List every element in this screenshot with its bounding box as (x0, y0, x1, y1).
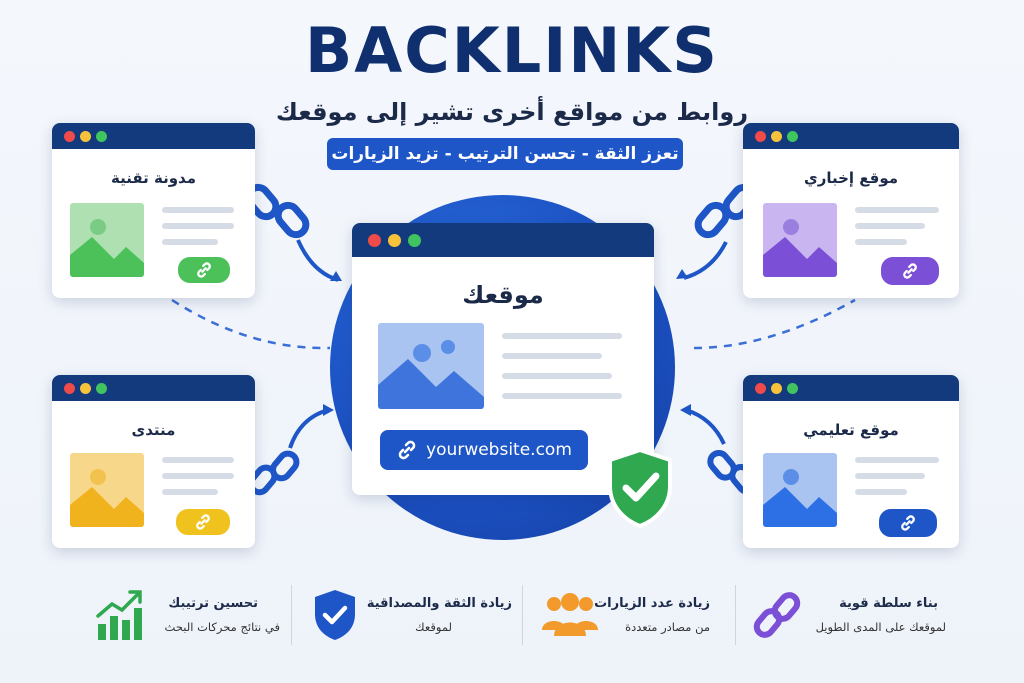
link-button[interactable] (879, 509, 937, 537)
text-line (162, 457, 234, 463)
text-line (162, 207, 234, 213)
feature-title: بناء سلطة قوية (839, 596, 938, 611)
image-placeholder-icon (378, 323, 484, 409)
window-title-bar (52, 375, 255, 401)
chain-link-icon (753, 592, 801, 638)
text-line (502, 353, 602, 359)
link-icon (398, 440, 416, 460)
news-site-card: موقع إخباري (743, 123, 959, 298)
feature-title: زيادة الثقة والمصداقية (366, 596, 512, 611)
tech-blog-card: مدونة تقنية (52, 123, 255, 298)
feature-subtitle: من مصادر متعددة (625, 620, 710, 634)
feature-title: تحسين ترتيبك (168, 596, 258, 611)
maximize-dot (408, 234, 421, 247)
window-title-bar (743, 123, 959, 149)
link-button[interactable] (176, 509, 230, 535)
chain-link-icon (246, 183, 310, 239)
close-dot (755, 131, 766, 142)
feature-ranking: تحسين ترتيبك في نتائج محركات البحث (90, 588, 280, 648)
page-title: BACKLINKS (305, 14, 719, 87)
feature-traffic: زيادة عدد الزيارات من مصادر متعددة (540, 588, 720, 648)
users-icon (542, 593, 598, 636)
text-line (162, 473, 234, 479)
window-title-bar (352, 223, 654, 257)
link-icon (197, 262, 211, 278)
text-line (162, 489, 218, 495)
card-title: منتدى (131, 421, 176, 439)
link-button[interactable] (178, 257, 230, 283)
image-placeholder-icon (763, 453, 837, 527)
link-icon (903, 263, 917, 279)
text-line (162, 223, 234, 229)
feature-authority: بناء سلطة قوية لموقعك على المدى الطويل (752, 588, 952, 648)
feature-trust: زيادة الثقة والمصداقية لموقعك (312, 588, 512, 648)
minimize-dot (771, 131, 782, 142)
text-line (855, 207, 939, 213)
text-line (855, 457, 939, 463)
text-line (502, 373, 612, 379)
shield-check-icon (315, 590, 355, 640)
text-line (162, 239, 218, 245)
maximize-dot (787, 383, 798, 394)
feature-title: زيادة عدد الزيارات (594, 596, 710, 611)
card-title: موقع تعليمي (803, 421, 899, 439)
text-line (855, 473, 925, 479)
page-subtitle: روابط من مواقع أخرى تشير إلى موقعك (275, 98, 749, 126)
feature-divider (522, 585, 523, 645)
text-line (855, 223, 925, 229)
feature-subtitle: في نتائج محركات البحث (164, 620, 280, 634)
educational-site-card: موقع تعليمي (743, 375, 959, 548)
text-line (855, 239, 907, 245)
link-icon (901, 515, 915, 531)
feature-divider (735, 585, 736, 645)
minimize-dot (771, 383, 782, 394)
url-link-button[interactable]: yourwebsite.com (380, 430, 588, 470)
link-button[interactable] (881, 257, 939, 285)
benefits-tagline: تعزز الثقة - تحسن الترتيب - تزيد الزيارا… (327, 138, 683, 170)
close-dot (755, 383, 766, 394)
close-dot (368, 234, 381, 247)
text-line (502, 393, 622, 399)
growth-chart-icon (96, 590, 142, 640)
minimize-dot (388, 234, 401, 247)
feature-subtitle: لموقعك (415, 620, 452, 634)
center-card-title: موقعك (462, 281, 544, 309)
url-text: yourwebsite.com (426, 440, 572, 460)
feature-subtitle: لموقعك على المدى الطويل (815, 620, 946, 634)
your-website-card: موقعك yourwebsite.com (352, 223, 654, 495)
minimize-dot (80, 383, 91, 394)
minimize-dot (80, 131, 91, 142)
card-title: مدونة تقنية (111, 169, 196, 187)
shield-check-icon (608, 447, 672, 529)
close-dot (64, 131, 75, 142)
maximize-dot (96, 131, 107, 142)
maximize-dot (787, 131, 798, 142)
feature-divider (291, 585, 292, 645)
image-placeholder-icon (70, 453, 144, 527)
forum-card: منتدى (52, 375, 255, 548)
text-line (502, 333, 622, 339)
maximize-dot (96, 383, 107, 394)
card-title: موقع إخباري (803, 169, 899, 187)
text-line (855, 489, 907, 495)
image-placeholder-icon (763, 203, 837, 277)
image-placeholder-icon (70, 203, 144, 277)
close-dot (64, 383, 75, 394)
window-title-bar (52, 123, 255, 149)
window-title-bar (743, 375, 959, 401)
link-icon (196, 514, 210, 530)
